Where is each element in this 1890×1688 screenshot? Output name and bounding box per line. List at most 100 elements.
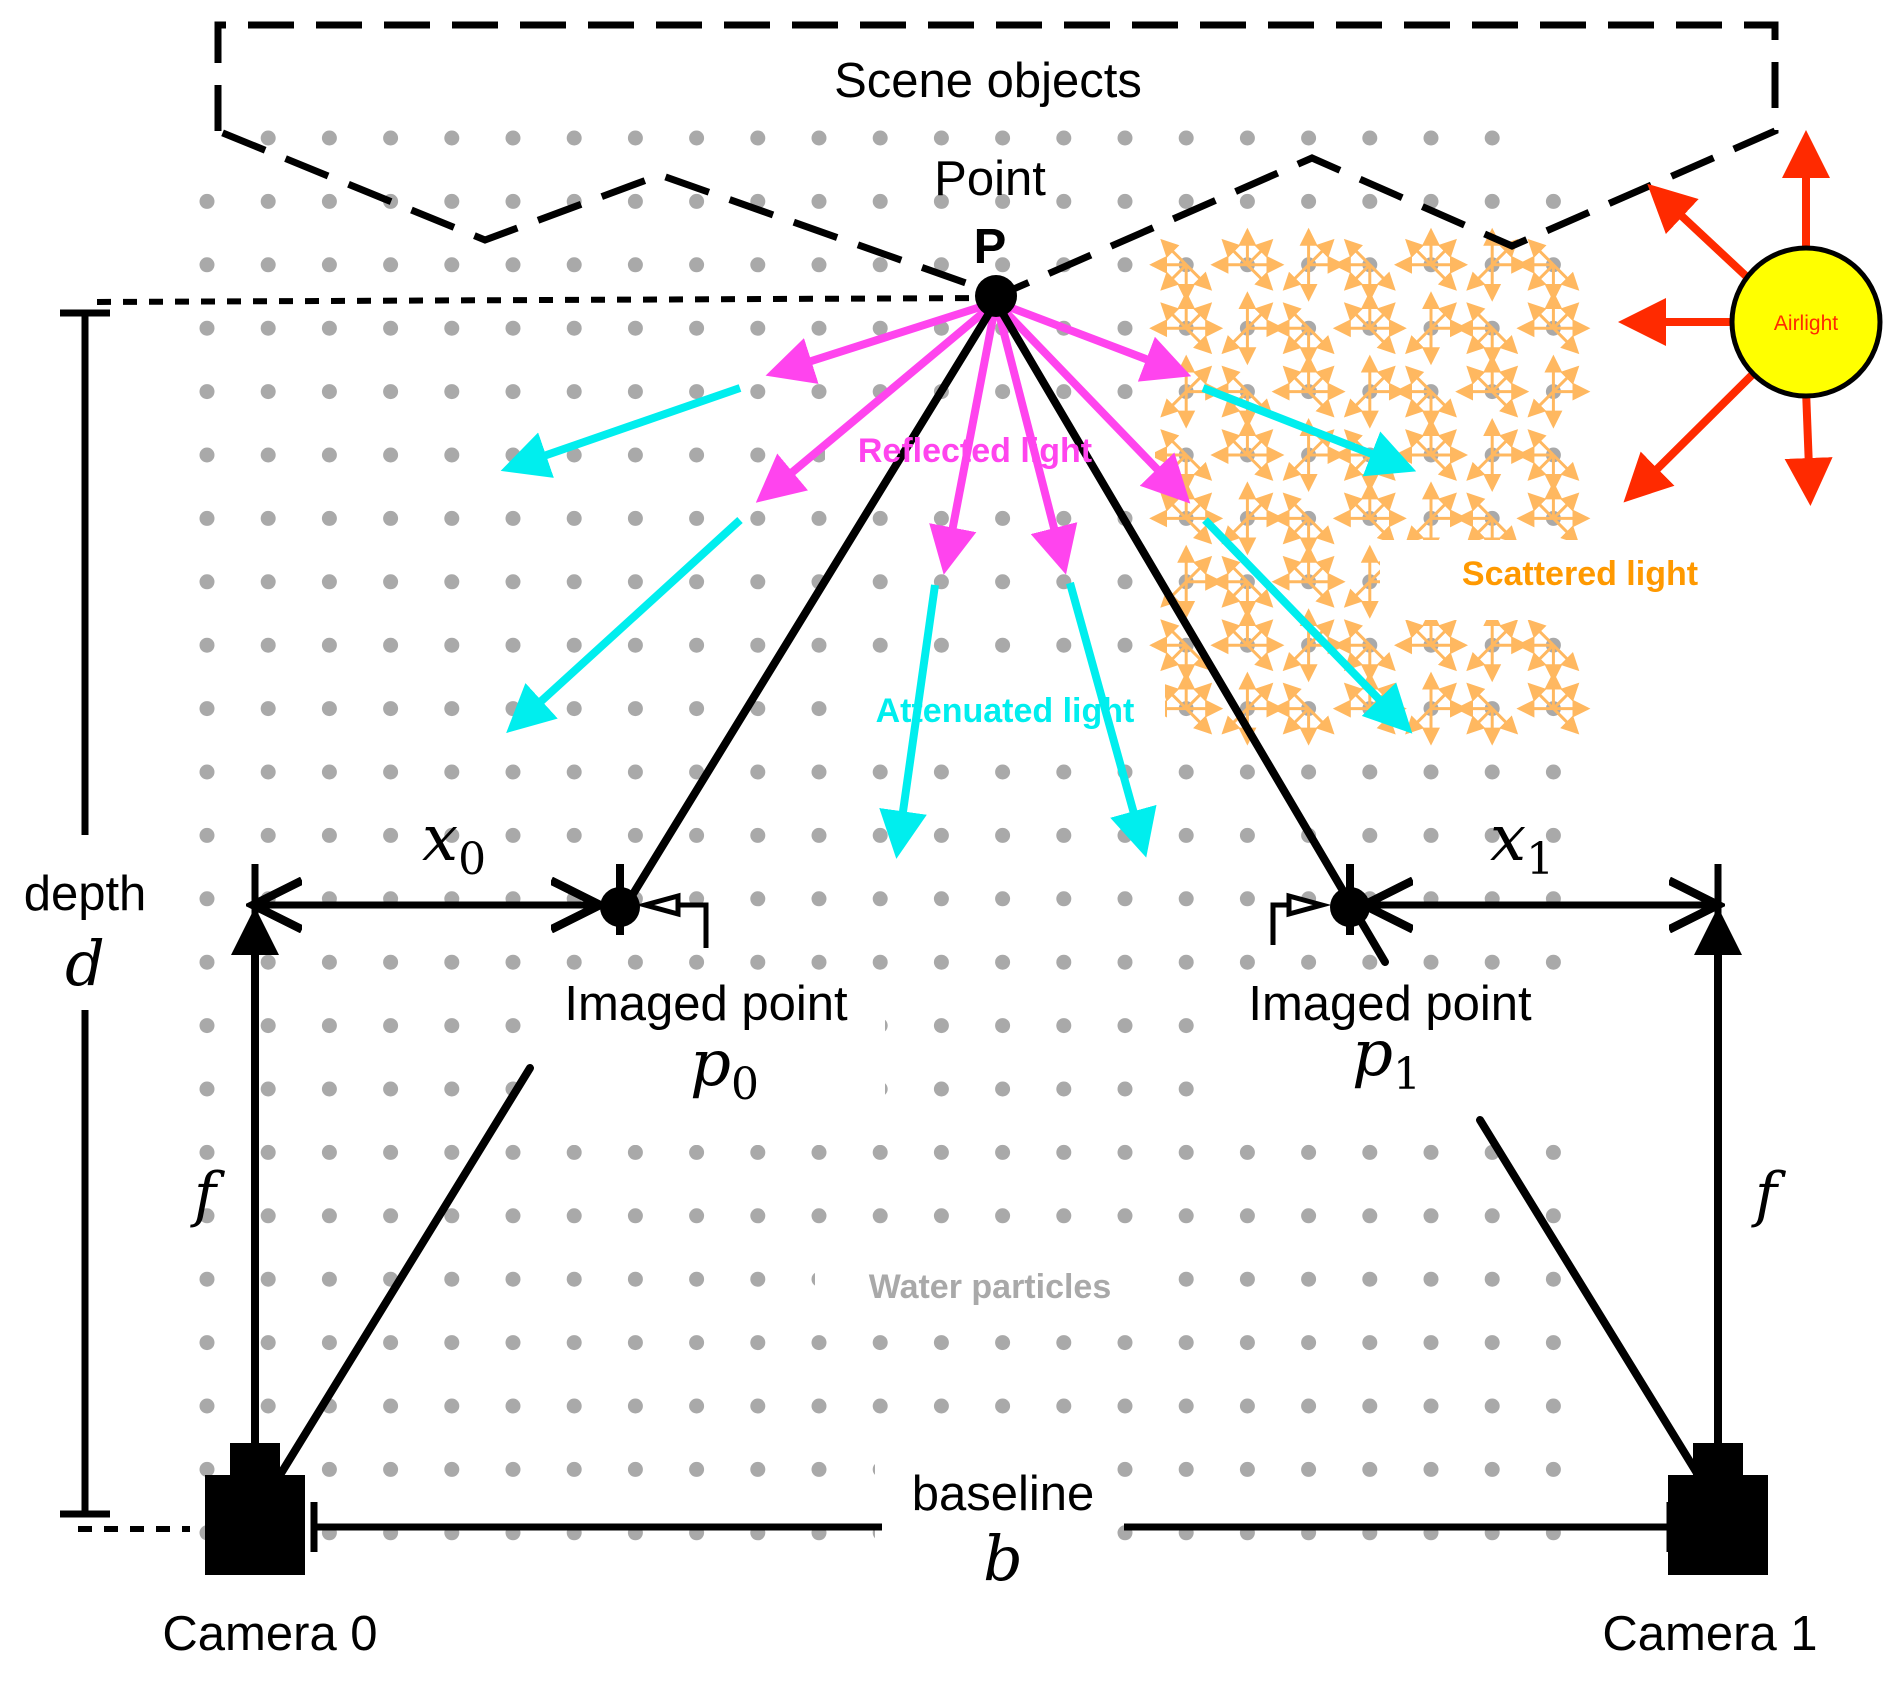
water-particle-dot — [872, 1144, 888, 1160]
scattered-light-arrow — [1368, 517, 1396, 545]
water-particle-dot — [872, 130, 888, 146]
water-particle-dot — [750, 447, 766, 463]
water-particle-dot — [444, 954, 460, 970]
scattered-light-label: Scattered light — [1462, 555, 1698, 593]
water-particle-dot — [383, 574, 399, 590]
scattered-light-arrow — [1246, 619, 1274, 647]
water-particle-dot — [811, 891, 827, 907]
scattered-light-arrow — [1282, 555, 1310, 583]
scattered-light-arrow — [1185, 327, 1213, 355]
water-particle-dot — [1056, 1081, 1072, 1097]
water-particle-dot — [444, 827, 460, 843]
water-particle-dot — [260, 954, 276, 970]
scattered-light-arrow — [1185, 365, 1213, 393]
water-particle-dot — [1117, 574, 1133, 590]
scattered-light-arrow — [1491, 390, 1519, 418]
water-particle-dot — [321, 637, 337, 653]
scattered-light-arrow — [1552, 365, 1580, 393]
water-particle-dot — [260, 1335, 276, 1351]
scattered-light-arrow — [1429, 453, 1457, 481]
water-particle-dot — [199, 574, 215, 590]
scattered-light-field — [1149, 227, 1591, 746]
scattered-light-arrow — [1491, 707, 1519, 735]
water-particle-dot — [1117, 1208, 1133, 1224]
depth-dimension — [60, 309, 110, 1518]
water-particle-dot — [933, 257, 949, 273]
water-particle-dot — [872, 510, 888, 526]
water-particle-dot — [1484, 764, 1500, 780]
water-particle-dot — [1056, 891, 1072, 907]
scattered-light-arrow — [1246, 492, 1274, 520]
water-particle-dot — [260, 510, 276, 526]
water-particle-dot — [995, 1081, 1011, 1097]
water-particle-dot — [199, 447, 215, 463]
scattered-light-arrow — [1343, 453, 1371, 481]
scattered-light-arrow — [1282, 302, 1310, 330]
water-particle-dot — [1117, 1144, 1133, 1160]
water-particle-dot — [1178, 764, 1194, 780]
water-particle-dot — [260, 637, 276, 653]
water-particle-dot — [627, 954, 643, 970]
scattered-light-arrow — [1160, 619, 1188, 647]
water-particle-dot — [1056, 637, 1072, 653]
water-particle-dot — [627, 574, 643, 590]
water-particle-dot — [811, 1208, 827, 1224]
water-particle-dot — [1178, 1208, 1194, 1224]
water-particle-dot — [444, 510, 460, 526]
water-particle-dot — [750, 891, 766, 907]
water-particle-dot — [750, 954, 766, 970]
water-particle-dot — [321, 257, 337, 273]
scattered-light-arrow — [1221, 365, 1249, 393]
water-particle-dot — [505, 1271, 521, 1287]
scattered-light-arrow — [1221, 707, 1249, 735]
water-particle-dot — [1178, 1461, 1194, 1477]
water-particle-dot — [995, 1208, 1011, 1224]
water-particle-dot — [566, 1271, 582, 1287]
water-particle-dot — [1423, 1335, 1439, 1351]
scattered-light-arrow — [1368, 365, 1396, 393]
airlight-label: Airlight — [1774, 312, 1838, 335]
water-particle-dot — [383, 320, 399, 336]
water-particle-dot — [321, 1461, 337, 1477]
water-particle-dot — [1484, 1271, 1500, 1287]
scattered-light-arrow — [1185, 492, 1213, 520]
water-particle-dot — [627, 1271, 643, 1287]
water-particle-dot — [260, 701, 276, 717]
water-particle-dot — [1056, 130, 1072, 146]
scattered-light-arrow — [1429, 682, 1457, 710]
water-particle-dot — [444, 1461, 460, 1477]
water-particle-dot — [933, 1144, 949, 1160]
water-particle-dot — [933, 764, 949, 780]
water-particle-dot — [321, 384, 337, 400]
scattered-light-arrow — [1466, 327, 1494, 355]
water-particle-dot — [1423, 1461, 1439, 1477]
water-particle-dot — [1239, 827, 1255, 843]
scattered-light-arrow — [1246, 263, 1274, 291]
water-particle-dot — [1484, 1398, 1500, 1414]
water-particle-dot — [1117, 384, 1133, 400]
p0-label: p0 — [690, 1027, 759, 1110]
scattered-light-arrow — [1552, 644, 1580, 672]
scattered-light-arrow — [1491, 327, 1519, 355]
water-particle-dot — [321, 193, 337, 209]
water-particle-dot — [199, 320, 215, 336]
water-particle-dot — [1239, 891, 1255, 907]
scattered-light-arrow — [1466, 263, 1494, 291]
water-particle-dot — [199, 701, 215, 717]
water-particle-dot — [444, 1271, 460, 1287]
water-particle-dot — [321, 1018, 337, 1034]
water-particle-dot — [383, 384, 399, 400]
water-particle-dot — [321, 574, 337, 590]
water-particle-dot — [1362, 1335, 1378, 1351]
water-particle-dot — [1056, 827, 1072, 843]
water-particle-dot — [750, 637, 766, 653]
water-particle-dot — [1239, 764, 1255, 780]
point-symbol: P — [974, 220, 1007, 274]
scattered-light-arrow — [1160, 580, 1188, 608]
airlight-sun-icon — [1729, 245, 1883, 399]
water-particle-dot — [505, 827, 521, 843]
scattered-light-arrow — [1527, 644, 1555, 672]
water-particle-dot — [1056, 954, 1072, 970]
scattered-light-arrow — [1160, 302, 1188, 330]
water-particle-dot — [383, 510, 399, 526]
